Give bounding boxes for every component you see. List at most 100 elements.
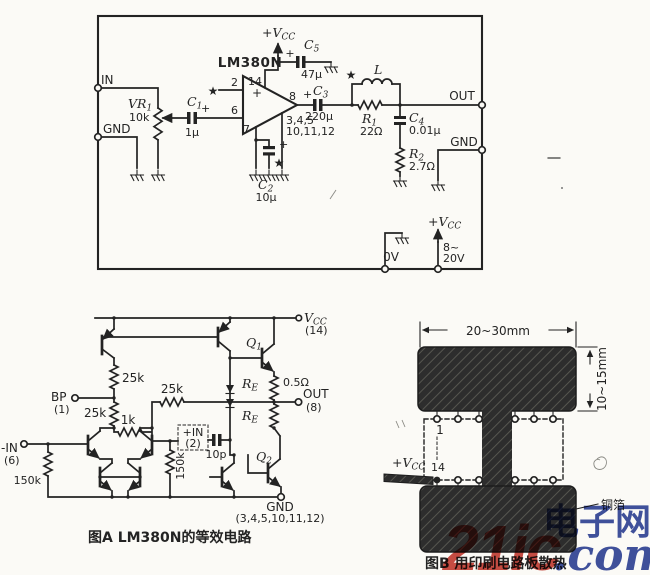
c5-capacitor <box>302 56 306 68</box>
c1-plus: + <box>201 102 210 115</box>
pin-stubs <box>436 410 554 487</box>
transistor-q1 <box>229 342 276 372</box>
in-minus-pin: (6) <box>4 454 20 467</box>
gnd-left-label: GND <box>103 122 131 136</box>
c4-capacitor <box>394 122 406 125</box>
c5-plus: + <box>285 47 294 60</box>
supply-range-line2: 20V <box>443 252 465 265</box>
r150k-right <box>165 449 175 475</box>
c5-capacitor <box>296 56 300 68</box>
re-top-label: RE <box>241 376 258 394</box>
c2-capacitor <box>263 152 275 156</box>
ground-icon <box>261 169 277 182</box>
watermark: 电子网 21ic .com <box>442 502 650 575</box>
copper-foil-label: 铜箔 <box>601 497 625 512</box>
r2-ref: R2 <box>408 146 424 164</box>
out-pin: (8) <box>306 401 322 414</box>
transistor-q2 <box>266 457 282 488</box>
gnd-pins-row2: 10,11,12 <box>286 125 335 138</box>
r1k <box>117 427 143 437</box>
wiring <box>100 55 480 267</box>
vr1-ref: VR1 <box>128 96 152 114</box>
c2-plus: + <box>279 138 288 151</box>
r150k-left-value: 150k <box>14 474 42 487</box>
re-value: 0.5Ω <box>283 376 309 389</box>
height-dimension: 10~15mm <box>595 347 609 411</box>
r25k-feedback-value: 25k <box>161 382 183 396</box>
out-label: OUT <box>303 387 329 401</box>
out-terminal <box>477 100 487 110</box>
gnd-right-label: GND <box>450 135 478 149</box>
c1-capacitor <box>187 112 191 124</box>
c10p-value: 10p <box>206 448 227 461</box>
gnd-pins: (3,4,5,10,11,12) <box>235 512 324 525</box>
c5-ref: C5 <box>304 37 320 55</box>
transistor-t1 <box>100 327 116 360</box>
ground-icon <box>394 232 410 245</box>
vr1-value: 10k <box>129 111 150 124</box>
ground-icon <box>430 179 446 192</box>
bp-terminal <box>70 393 80 403</box>
ground-icon <box>150 169 166 182</box>
c2-ref: C2 <box>258 177 274 195</box>
scan-mark <box>593 456 607 470</box>
c3-value: 220μ <box>305 110 333 123</box>
r25k-top <box>109 364 119 390</box>
watermark-site-cn: 电子网 <box>543 502 650 543</box>
note-star-icon: ★ <box>274 156 285 170</box>
r25k-feedback <box>159 397 185 407</box>
in-terminal <box>93 83 103 93</box>
pin1-label: 1 <box>436 423 444 437</box>
c10p-capacitor <box>218 434 222 446</box>
c5-value: 47μ <box>301 68 322 81</box>
figure-a-caption: 图A LM380N的等效电路 <box>88 529 253 546</box>
r2-resistor <box>395 147 405 173</box>
pin8-label: 8 <box>289 90 296 103</box>
copper-strip-center <box>482 408 512 488</box>
dim-extension-lines <box>577 346 598 412</box>
gnd-right-terminal <box>477 145 487 155</box>
r25k-top-value: 25k <box>122 371 144 385</box>
watermark-domain-suffix: .com <box>552 530 650 575</box>
c3-capacitor <box>313 99 317 111</box>
opamp-triangle <box>241 74 300 136</box>
vcc-pin: (14) <box>305 324 328 337</box>
copper-leader-line <box>575 503 599 510</box>
junction <box>398 103 402 107</box>
scan-mark <box>561 187 563 189</box>
circuit-border <box>96 14 484 271</box>
diode-icon <box>226 385 234 393</box>
diode-icon <box>226 399 234 407</box>
pcb-figure: 20~30mm 10~15mm 1 14 +VCC <box>383 321 625 572</box>
transistor-t7 <box>220 461 236 491</box>
vcc-bottom-terminal <box>433 264 443 274</box>
vcc-label: VCC <box>304 310 327 328</box>
note-star-icon: ★ <box>208 84 219 98</box>
transistor-t4 <box>138 429 154 459</box>
ground-icon <box>274 169 290 182</box>
r1k-value: 1k <box>121 413 136 427</box>
q1-label: Q1 <box>246 335 262 353</box>
vcc-bottom-label: +VCC <box>428 214 461 232</box>
r1-ref: R1 <box>361 111 377 129</box>
l-ref: L <box>373 62 382 77</box>
watermark-brand: 21ic <box>442 512 561 575</box>
figure-b-caption: 图B 用印刷电路板散热 <box>425 555 567 572</box>
c3-capacitor <box>319 99 323 111</box>
copper-area-bottom <box>419 485 577 553</box>
in-plus-box <box>177 424 209 451</box>
vcc-copper-lead <box>383 473 434 486</box>
in-label: IN <box>101 73 114 87</box>
c3-ref: C3 <box>313 83 329 101</box>
gnd-left-terminal <box>93 132 103 142</box>
r150k-left <box>43 451 53 477</box>
junction <box>350 103 354 107</box>
ground-icon <box>129 169 145 182</box>
pin14-label: 14 <box>431 461 445 474</box>
ic-name: LM380N <box>218 55 283 71</box>
gnd-terminal <box>276 492 286 502</box>
dim-extension-lines <box>419 321 577 348</box>
in-minus-terminal <box>19 439 29 449</box>
